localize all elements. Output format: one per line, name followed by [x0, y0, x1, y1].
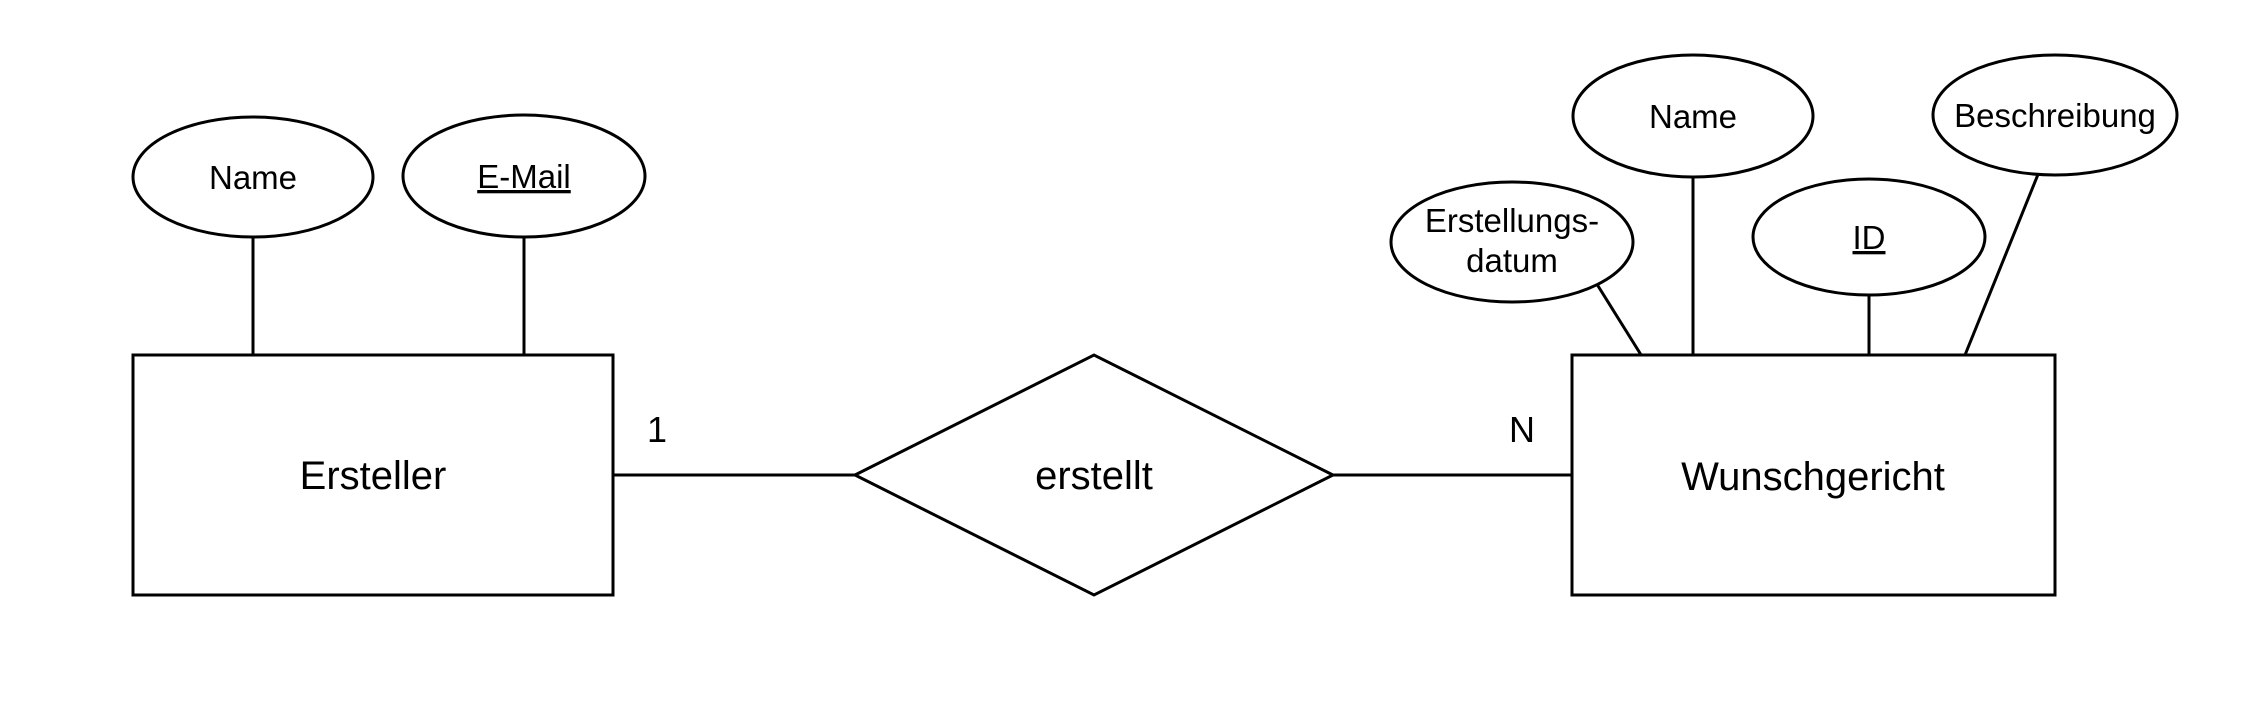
entity-wunschgericht-rect	[1570, 353, 2057, 597]
attribute-ersteller-email-label: E-Mail	[477, 158, 571, 195]
attribute-wunschgericht-name-label: Name	[1649, 98, 1737, 135]
relationship-erstellt-label: erstellt	[1035, 454, 1153, 498]
attribute-wunschgericht-beschreibung-ellipse	[1931, 53, 2179, 177]
attribute-wunschgericht-erstellungsdatum-label-line1: Erstellungs-	[1425, 202, 1599, 239]
attribute-ersteller-name-label: Name	[209, 159, 297, 196]
entity-ersteller-rect	[131, 353, 615, 597]
attribute-wunschgericht-erstellungsdatum-ellipse	[1389, 180, 1635, 304]
entity-wunschgericht-label: Wunschgericht	[1681, 455, 1945, 499]
cardinality-left-1: 1	[647, 409, 667, 450]
relationship-erstellt-diamond	[851, 353, 1337, 597]
attribute-ersteller-email-ellipse	[401, 113, 647, 239]
cardinality-right-n: N	[1509, 409, 1535, 450]
attribute-wunschgericht-beschreibung-label: Beschreibung	[1954, 97, 2156, 134]
attribute-wunschgericht-erstellungsdatum-label-line2: datum	[1466, 242, 1558, 279]
attribute-ersteller-name-ellipse	[131, 115, 375, 239]
entity-ersteller-label: Ersteller	[300, 454, 447, 498]
attribute-wunschgericht-id-label: ID	[1853, 219, 1886, 256]
attribute-wunschgericht-id-ellipse	[1751, 177, 1987, 297]
attribute-wunschgericht-name-ellipse	[1571, 53, 1815, 179]
